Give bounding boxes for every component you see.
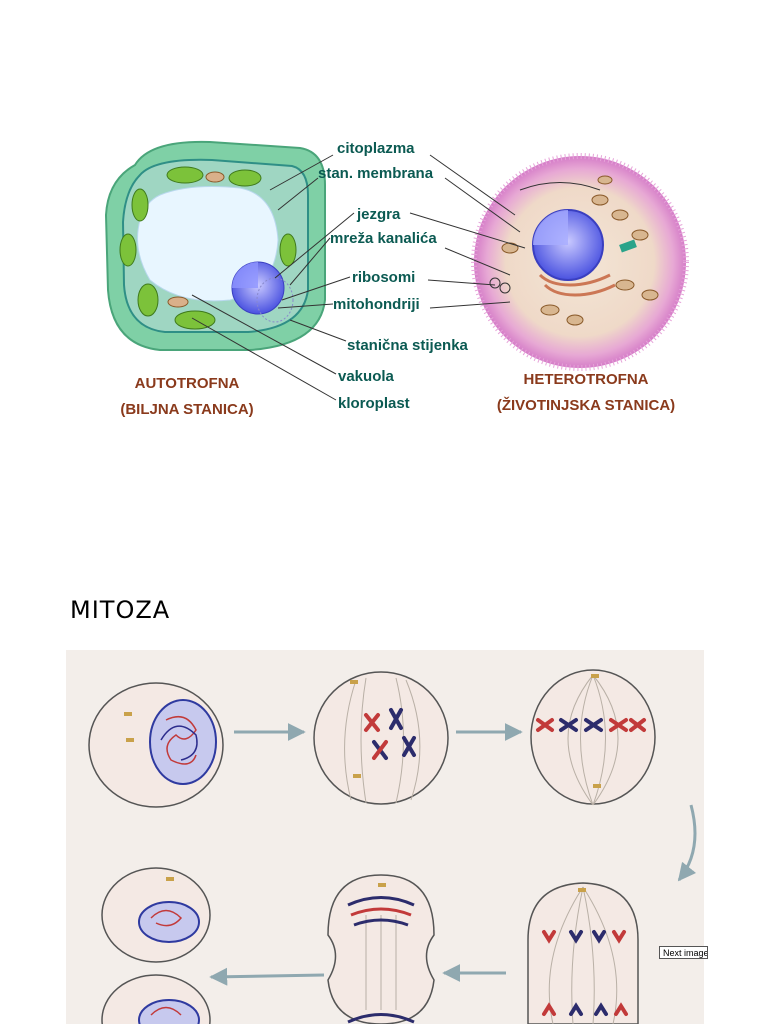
label-mitohondriji: mitohondriji <box>333 296 420 313</box>
plant-caption-line1: AUTOTROFNA <box>135 375 240 392</box>
label-ribosomi: ribosomi <box>352 269 415 286</box>
stage-daughter-cells <box>101 867 211 1024</box>
chloroplast-group <box>119 166 297 330</box>
label-citoplazma: citoplazma <box>337 140 415 157</box>
plant-caption-line2: (BILJNA STANICA) <box>120 401 253 418</box>
leader-lines <box>191 154 526 401</box>
label-jezgra: jezgra <box>356 206 401 223</box>
mitosis-title: MITOZA <box>70 596 171 624</box>
label-mreza-kanalica: mreža kanalića <box>330 230 437 247</box>
mitosis-diagram <box>66 650 704 1024</box>
animal-caption-line1: HETEROTROFNA <box>524 371 649 388</box>
stage-telophase <box>327 874 435 1024</box>
animal-cell <box>471 153 689 371</box>
stage-interphase <box>88 682 224 808</box>
label-stanicna-stijenka: stanična stijenka <box>347 337 469 354</box>
stage-metaphase <box>530 669 656 806</box>
mitochondria-group <box>501 175 659 326</box>
stage-anaphase <box>527 882 639 1024</box>
animal-caption-line2: (ŽIVOTINJSKA STANICA) <box>497 396 675 414</box>
label-stan-membrana: stan. membrana <box>318 165 434 182</box>
plant-cell <box>104 140 326 351</box>
label-kloroplast: kloroplast <box>338 395 410 412</box>
stage-prophase <box>313 671 449 805</box>
next-image-button[interactable]: Next image <box>659 946 708 959</box>
cell-comparison-diagram: citoplazma stan. membrana jezgra mreža k… <box>104 140 689 418</box>
label-vakuola: vakuola <box>338 368 395 385</box>
